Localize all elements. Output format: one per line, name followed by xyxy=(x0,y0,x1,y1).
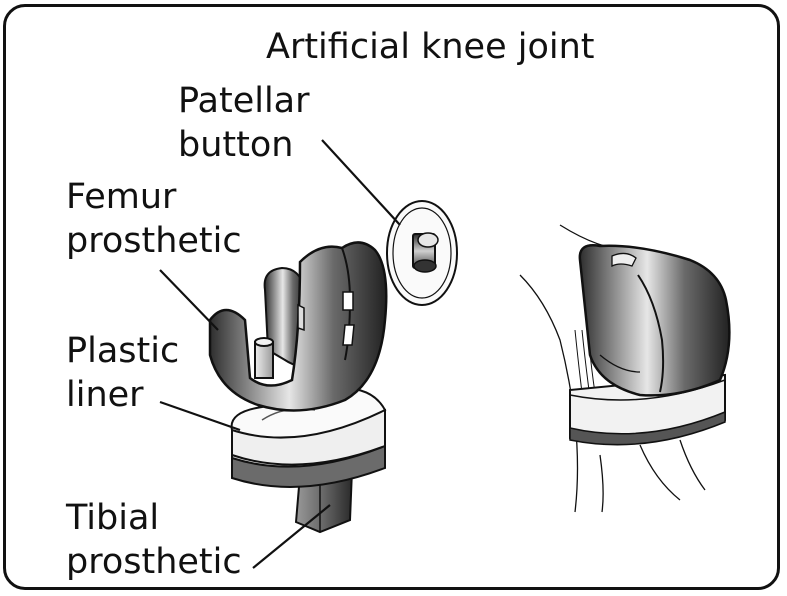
label-femur-line1: Femur xyxy=(66,176,176,218)
patellar-button-shape xyxy=(387,201,457,305)
label-plastic-line2: liner xyxy=(66,374,144,416)
label-tibial-line2: prosthetic xyxy=(66,541,242,583)
leader-tibial xyxy=(253,505,330,568)
leader-femur xyxy=(160,270,218,330)
label-plastic-line1: Plastic xyxy=(66,330,179,372)
leader-plastic xyxy=(160,402,240,430)
diagram-title: Artificial knee joint xyxy=(266,26,595,68)
leader-patellar xyxy=(322,140,400,225)
label-femur-line2: prosthetic xyxy=(66,220,242,262)
installed-knee-shape xyxy=(520,225,729,512)
label-tibial-line1: Tibial xyxy=(66,497,159,539)
label-patellar-line1: Patellar xyxy=(178,80,310,122)
femur-prosthetic-shape xyxy=(210,242,386,410)
label-patellar-line2: button xyxy=(178,124,293,166)
